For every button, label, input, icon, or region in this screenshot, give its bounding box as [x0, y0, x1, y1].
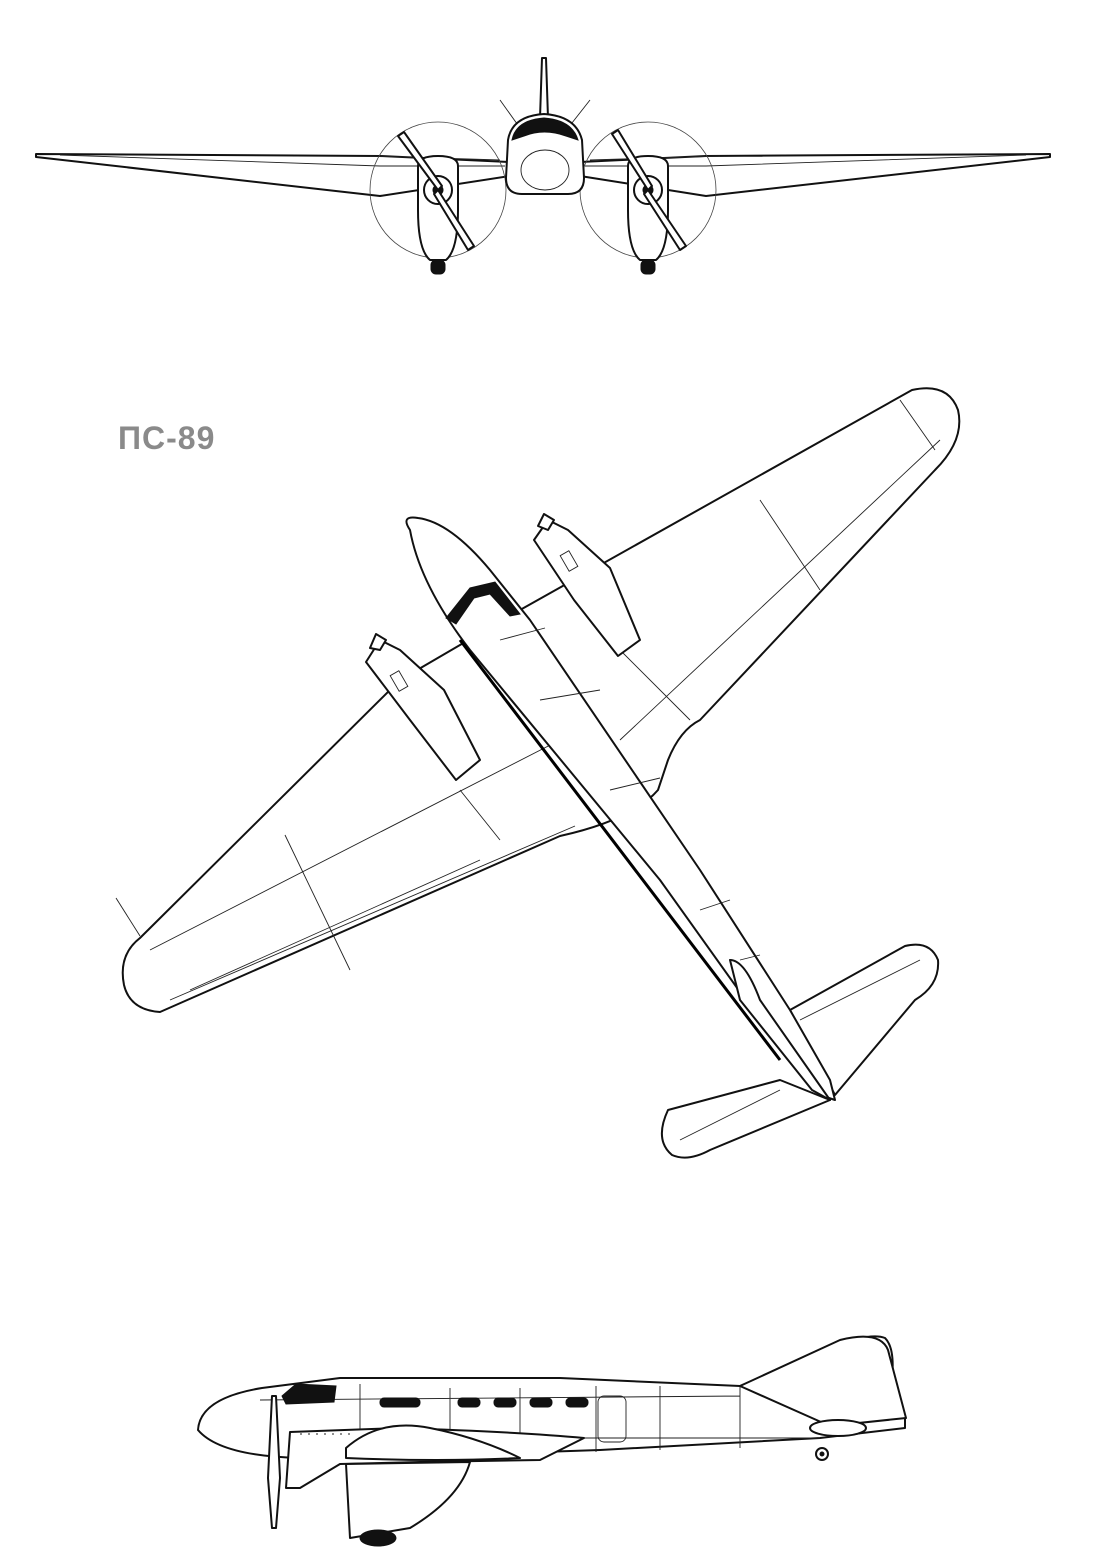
aircraft-title: ПС-89 — [118, 420, 216, 456]
side-landing-gear — [345, 1461, 471, 1539]
front-fin — [539, 57, 549, 119]
side-view — [197, 1335, 907, 1547]
side-fin — [739, 1335, 907, 1427]
top-cockpit — [445, 581, 521, 625]
right-nacelle — [627, 155, 669, 261]
side-cockpit — [281, 1383, 337, 1405]
side-propeller — [267, 1395, 281, 1529]
top-view — [115, 387, 961, 1159]
top-fuselage — [405, 516, 836, 1101]
top-tailplane — [661, 943, 940, 1159]
front-view — [35, 57, 1051, 275]
